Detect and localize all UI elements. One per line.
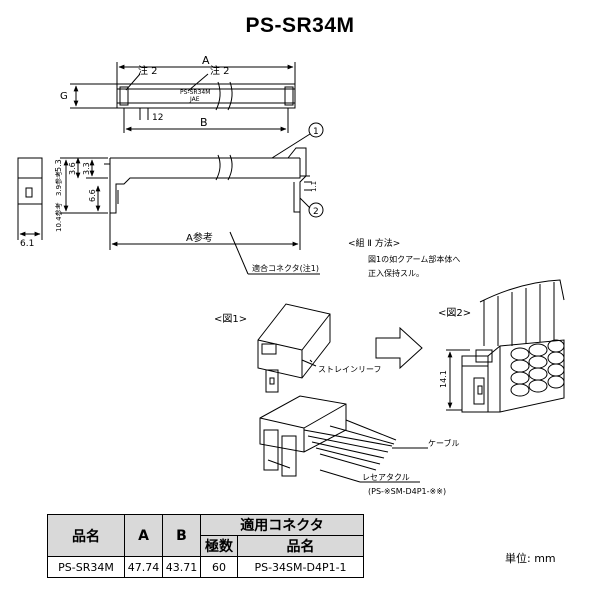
dim-g-label: G — [60, 91, 68, 102]
top-view — [70, 62, 296, 133]
figure-2 — [446, 279, 565, 413]
header-applicable-connector: 適用コネクタ — [200, 514, 364, 536]
note-2-right: 注 2 — [210, 64, 230, 77]
applicable-connector-label: 適合コネクタ(注1) — [252, 263, 319, 273]
header-b: B — [162, 514, 201, 557]
dim-b-label: B — [200, 116, 208, 129]
table-row: PS-SR34M 47.74 43.71 60 PS-34SM-D4P1-1 — [47, 556, 364, 578]
assembly-line-1: 図1の如クアーム部本体へ — [368, 254, 460, 264]
dim-a-ref-label: A参考 — [186, 231, 213, 244]
assembly-title: <組 Ⅱ 方法> — [348, 237, 400, 249]
callout-1: 1 — [313, 127, 319, 137]
cable-label: ケーブル — [428, 438, 460, 448]
header-part-name: 品名 — [47, 514, 125, 557]
dim-3-9-ref: 3.9参考 — [54, 171, 63, 196]
cell-poles: 60 — [200, 556, 238, 578]
header-connector-name: 品名 — [237, 535, 364, 557]
note-2-left: 注 2 — [138, 64, 158, 77]
part-marking-1: PS-SR34M — [180, 89, 210, 96]
receptacle-label: レセアタクル — [362, 473, 410, 482]
cable-coil — [510, 339, 565, 397]
assembly-line-2: 正入保持スル。 — [368, 268, 424, 278]
dim-10-4-ref: 10.4参考 — [54, 202, 63, 232]
cell-a: 47.74 — [124, 556, 163, 578]
cell-part-name: PS-SR34M — [47, 556, 125, 578]
flat-cable — [303, 419, 397, 471]
dim-6-6: 6.6 — [88, 189, 97, 202]
dim-3-3: 3.3 — [82, 162, 91, 175]
spec-table: 品名 A B 適用コネクタ 極数 品名 PS-SR34M 47.74 43.71… — [47, 514, 364, 578]
header-a: A — [124, 514, 163, 557]
dim-3-6: 3.6 — [68, 162, 77, 175]
dim-5-3: 5.3 — [54, 159, 63, 172]
dim-a-label: A — [202, 54, 210, 67]
dim-6-1: 6.1 — [20, 239, 34, 249]
transition-arrow — [375, 326, 423, 370]
strain-relief-label: ストレインリーフ — [318, 365, 382, 374]
header-poles: 極数 — [200, 535, 238, 557]
technical-drawing: A 注 2 注 2 G PS-SR34M JAE 12 B 1 2 5.3 3.… — [17, 54, 565, 496]
side-view — [17, 122, 324, 275]
unit-label: 単位: mm — [505, 552, 556, 565]
cell-connector: PS-34SM-D4P1-1 — [237, 556, 364, 578]
dim-1-1: 1.1 — [310, 181, 318, 192]
part-marking-2: JAE — [189, 96, 200, 103]
figure-1-label: <図1> — [214, 313, 247, 325]
dim-14-1: 14.1 — [439, 370, 448, 388]
receptacle-part-label: (PS-※SM-D4P1-※※) — [368, 487, 446, 496]
cell-b: 43.71 — [162, 556, 201, 578]
figure-2-label: <図2> — [438, 307, 471, 319]
callout-2: 2 — [313, 207, 319, 217]
drawing-title: PS-SR34M — [245, 14, 355, 37]
figure-1 — [257, 303, 428, 483]
dim-12-label: 12 — [152, 113, 163, 123]
